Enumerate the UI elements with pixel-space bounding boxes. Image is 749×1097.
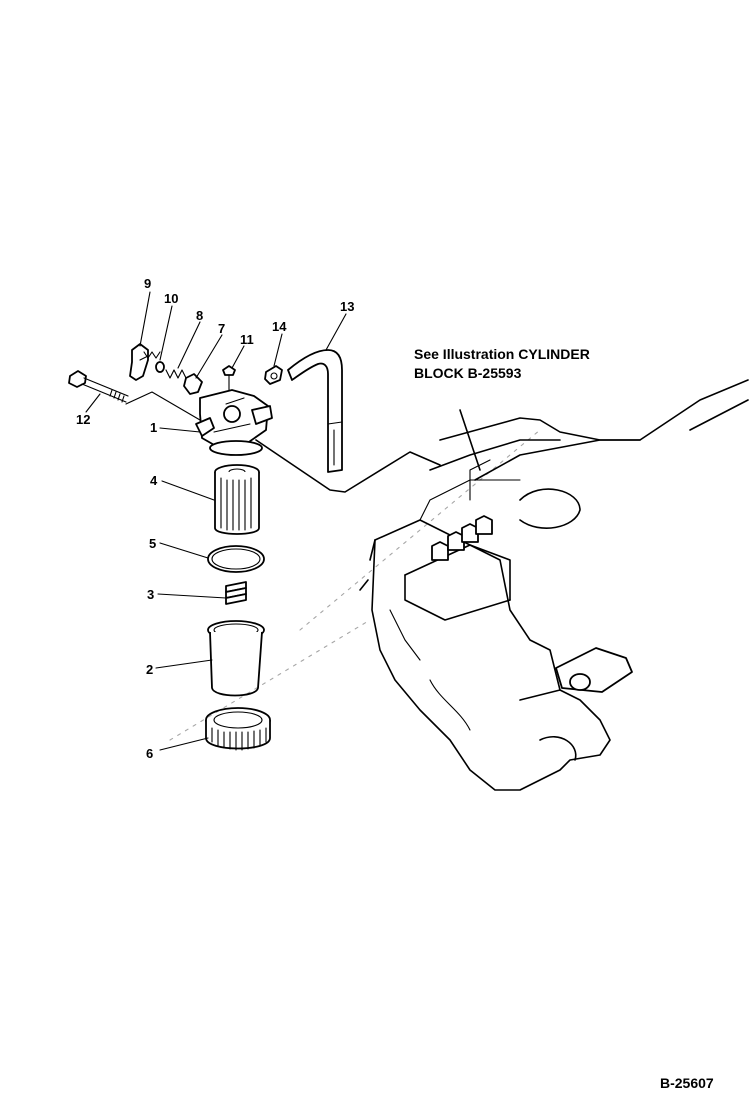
cross-reference-note-line1: See Illustration CYLINDER xyxy=(414,346,590,362)
cross-reference-note-line2: BLOCK B-25593 xyxy=(414,365,522,381)
callout-10: 10 xyxy=(164,291,178,306)
screw-part-11 xyxy=(222,365,236,391)
callout-12: 12 xyxy=(76,412,90,427)
clip-part-14 xyxy=(264,365,283,385)
callout-5: 5 xyxy=(149,536,156,551)
callout-6: 6 xyxy=(146,746,153,761)
spring-part-10 xyxy=(143,351,165,373)
callout-13: 13 xyxy=(340,299,354,314)
ghost-line xyxy=(169,619,371,741)
bolt-part-12 xyxy=(68,370,129,403)
callout-2: 2 xyxy=(146,662,153,677)
callout-4: 4 xyxy=(150,473,158,488)
ghost-line xyxy=(299,429,541,631)
filter-element-part-4 xyxy=(214,464,260,535)
callout-3: 3 xyxy=(147,587,154,602)
hose-part-13 xyxy=(287,349,343,473)
callout-7: 7 xyxy=(218,321,225,336)
fuel-line xyxy=(255,439,441,493)
elbow-part-9 xyxy=(129,343,149,381)
plug-part-7 xyxy=(183,373,203,395)
filter-bowl-part-2 xyxy=(207,620,265,697)
o-ring-part-5 xyxy=(207,545,265,573)
engine-block-illustration xyxy=(359,379,749,791)
callout-1: 1 xyxy=(150,420,157,435)
spring-part-8 xyxy=(165,369,187,379)
callout-leaders xyxy=(85,291,347,751)
assembly-line-bolt xyxy=(125,391,201,421)
figure-reference-code: B-25607 xyxy=(660,1075,714,1091)
callout-14: 14 xyxy=(272,319,287,334)
spring-part-3 xyxy=(225,581,247,605)
callout-9: 9 xyxy=(144,276,151,291)
filter-head-part-1 xyxy=(195,389,273,456)
ring-nut-part-6 xyxy=(205,707,271,751)
callout-11: 11 xyxy=(240,332,254,347)
callout-8: 8 xyxy=(196,308,203,323)
